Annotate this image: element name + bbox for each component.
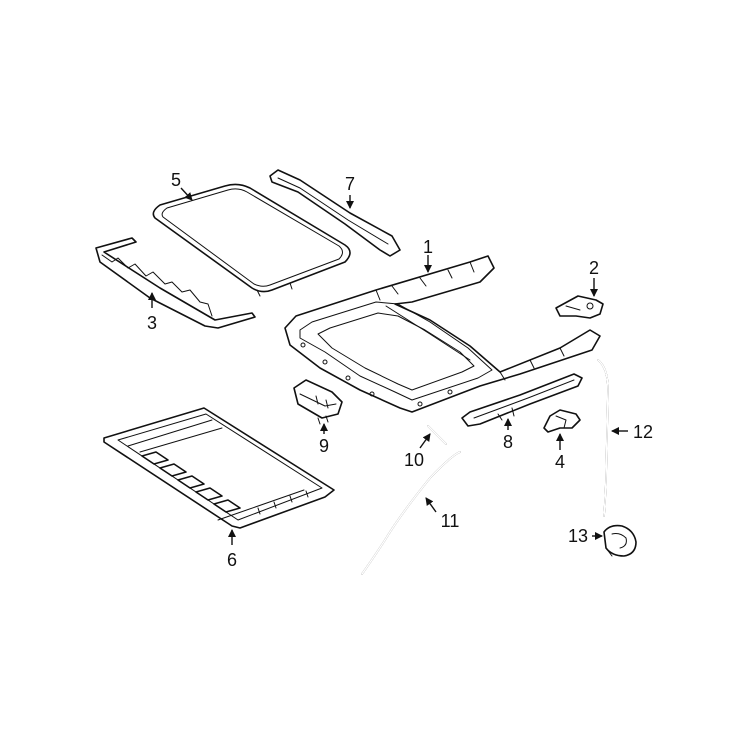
label-9: 9 bbox=[319, 436, 329, 456]
leader-arrows bbox=[148, 187, 628, 545]
label-2: 2 bbox=[589, 258, 599, 278]
part-6-sunshade bbox=[103, 407, 335, 529]
part-12-rear-drain-hose bbox=[597, 359, 609, 517]
label-5: 5 bbox=[171, 170, 181, 190]
label-3: 3 bbox=[147, 313, 157, 333]
part-1-sunroof-frame bbox=[284, 255, 601, 413]
arrow-5 bbox=[180, 187, 193, 201]
label-7: 7 bbox=[345, 174, 355, 194]
label-13: 13 bbox=[568, 526, 588, 546]
part-7-rear-rail bbox=[269, 169, 401, 257]
label-11: 11 bbox=[441, 511, 460, 531]
part-13-grommet bbox=[603, 524, 637, 557]
part-8-guide-rail bbox=[461, 373, 583, 427]
label-8: 8 bbox=[503, 432, 513, 452]
label-1: 1 bbox=[423, 237, 433, 257]
part-4-clip bbox=[543, 409, 581, 433]
part-10-short-hose bbox=[427, 425, 447, 445]
label-10: 10 bbox=[404, 450, 424, 470]
label-12: 12 bbox=[633, 422, 653, 442]
callout-labels: 5 7 1 2 3 9 8 4 10 11 12 13 6 bbox=[147, 170, 653, 570]
part-9-motor bbox=[293, 379, 343, 425]
part-11-drain-hose bbox=[361, 451, 461, 575]
arrow-10 bbox=[419, 433, 431, 449]
arrow-11 bbox=[425, 497, 437, 513]
part-5-glass-panel bbox=[152, 183, 351, 297]
label-4: 4 bbox=[555, 452, 565, 472]
label-6: 6 bbox=[227, 550, 237, 570]
part-2-bracket bbox=[555, 295, 604, 319]
